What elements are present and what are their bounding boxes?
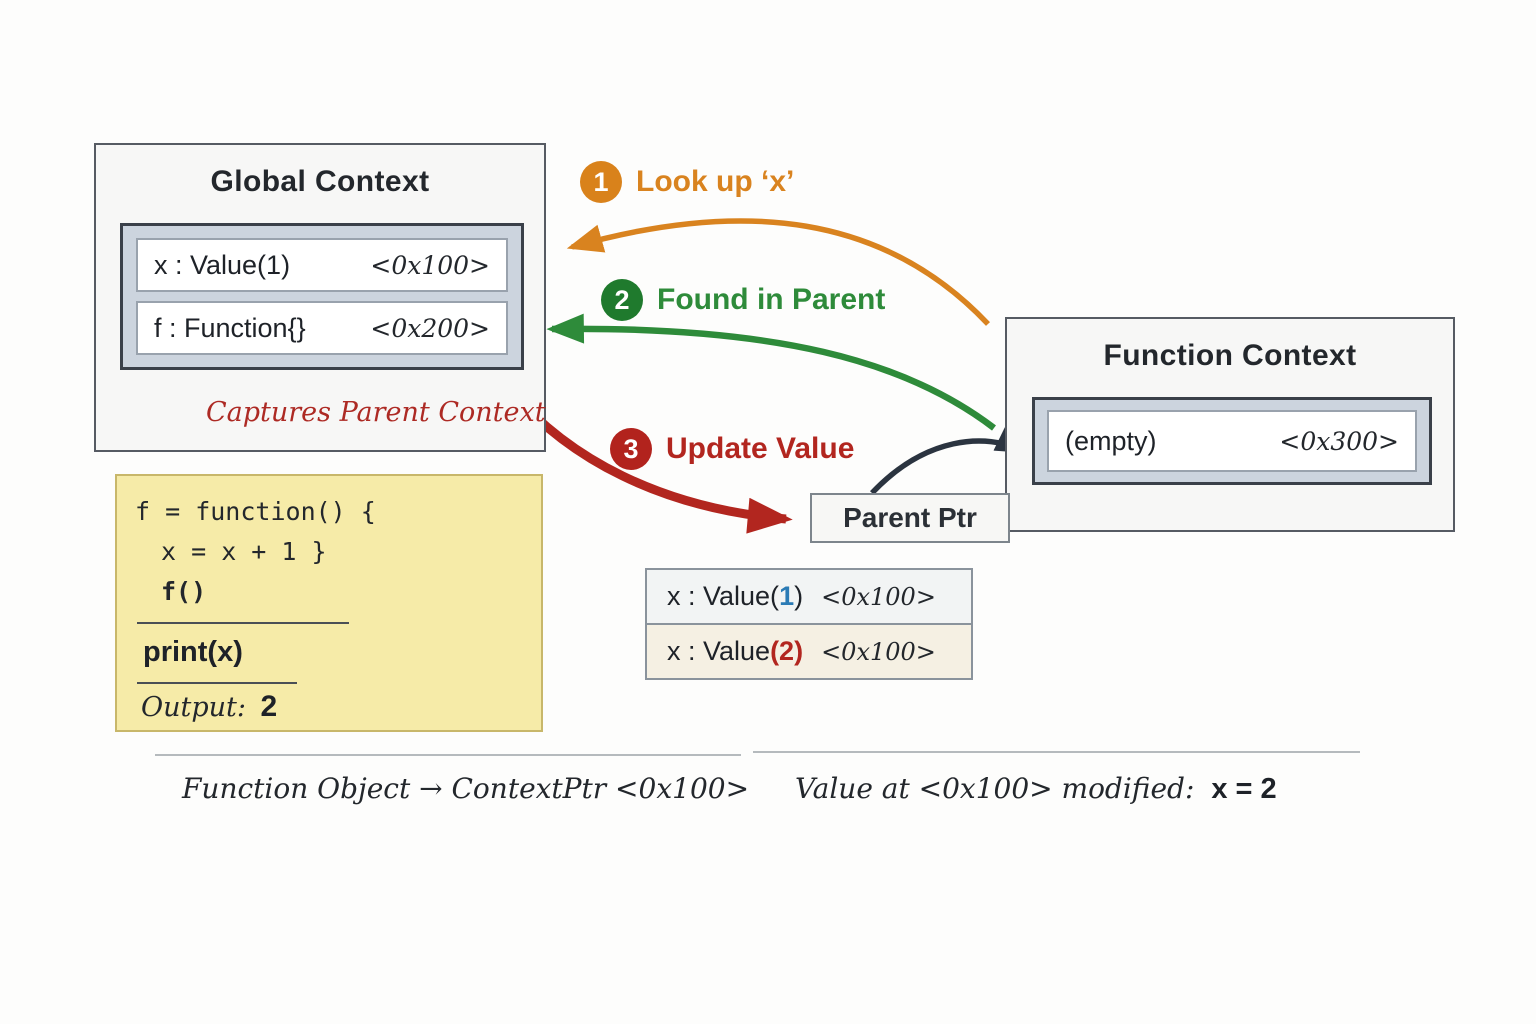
parent-ptr-label: Parent Ptr <box>843 502 977 533</box>
parent-ptr-arrow <box>870 427 1029 495</box>
global-row-x-address: <0x100> <box>370 250 490 280</box>
value-row-old-prefix: x : Value( <box>667 581 780 611</box>
value-row-old-number: 1 <box>779 581 795 611</box>
footnote-value-modified-result: x = 2 <box>1211 773 1277 805</box>
footnote-divider-left <box>155 754 741 756</box>
captures-parent-context-note: Captures Parent Context <box>206 397 546 428</box>
function-row-empty: (empty) <0x300> <box>1047 410 1417 472</box>
footnote-value-modified: Value at <0x100> modified: x = 2 <box>795 772 1277 806</box>
step-2-label: Found in Parent <box>657 283 886 316</box>
global-row-f-label: f : Function{} <box>154 312 306 343</box>
value-row-old: x : Value(1) <0x100> <box>647 570 971 625</box>
code-separator <box>137 682 297 684</box>
function-row-empty-label: (empty) <box>1065 425 1157 456</box>
function-context-title: Function Context <box>1103 339 1357 372</box>
value-row-old-address: <0x100> <box>821 582 936 611</box>
footnote-value-modified-prefix: Value at <0x100> modified: <box>795 772 1195 805</box>
global-context-table: x : Value(1) <0x100> f : Function{} <0x2… <box>120 223 524 370</box>
function-context-table: (empty) <0x300> <box>1032 397 1432 485</box>
footnote-function-object: Function Object → ContextPtr <0x100> <box>182 772 750 805</box>
code-output-line: Output: 2 <box>135 690 541 724</box>
step-2-found-in-parent: 2 Found in Parent <box>601 279 885 321</box>
step-1-badge: 1 <box>580 161 622 203</box>
step-2-badge: 2 <box>601 279 643 321</box>
global-row-f: f : Function{} <0x200> <box>136 301 508 355</box>
code-line-2: x = x + 1 } <box>161 537 327 566</box>
global-row-f-address: <0x200> <box>370 313 490 343</box>
value-row-old-suffix: ) <box>794 581 804 611</box>
footnote-divider-right <box>753 751 1360 753</box>
global-context-box: Global Context x : Value(1) <0x100> f : … <box>94 143 546 452</box>
step-1-label: Look up ‘x’ <box>636 165 795 198</box>
code-print-line: print(x) <box>143 636 243 668</box>
value-history-table: x : Value(1) <0x100> x : Value(2) <0x100… <box>645 568 973 680</box>
function-row-empty-address: <0x300> <box>1279 426 1399 456</box>
output-label: Output: <box>141 692 246 723</box>
step-1-look-up-x: 1 Look up ‘x’ <box>580 161 794 203</box>
value-row-new-prefix: x : Value <box>667 636 771 666</box>
global-row-x: x : Value(1) <0x100> <box>136 238 508 292</box>
code-snippet-box: f = function() { x = x + 1 } f() print(x… <box>115 474 543 732</box>
global-context-title: Global Context <box>210 165 430 198</box>
step-3-update-value: 3 Update Value <box>610 428 854 470</box>
value-row-new-number: (2) <box>770 636 804 666</box>
output-value: 2 <box>260 690 278 723</box>
function-context-box: Function Context (empty) <0x300> <box>1005 317 1455 532</box>
parent-ptr-box: Parent Ptr <box>810 493 1010 543</box>
global-row-x-label: x : Value(1) <box>154 249 291 280</box>
value-row-new-address: <0x100> <box>821 637 936 666</box>
value-row-new: x : Value(2) <0x100> <box>647 625 971 678</box>
step-3-badge: 3 <box>610 428 652 470</box>
code-line-3: f() <box>161 577 207 606</box>
found-in-parent-arrow <box>546 313 996 431</box>
code-line-1: f = function() { <box>135 497 376 526</box>
code-separator <box>137 622 349 624</box>
step-3-label: Update Value <box>666 432 855 465</box>
